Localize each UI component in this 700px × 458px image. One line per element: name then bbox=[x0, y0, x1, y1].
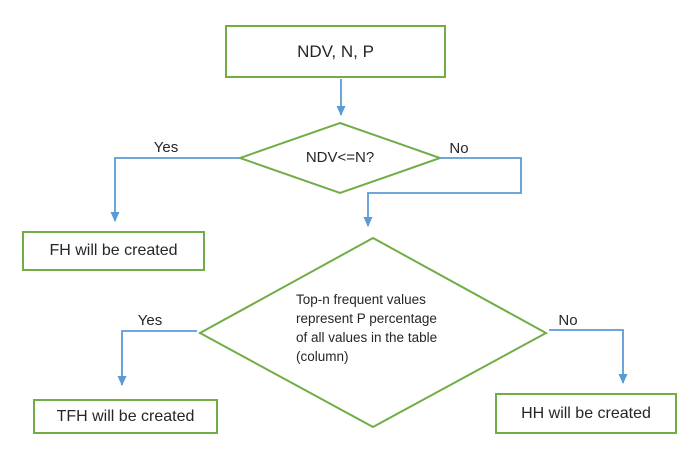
decision1-yes-label: Yes bbox=[153, 139, 179, 156]
arrow-decision2-yes-to-tfh bbox=[117, 330, 197, 386]
arrow-decision1-yes-to-fh bbox=[110, 157, 240, 222]
fh-result-box: FH will be created bbox=[22, 231, 205, 271]
arrow-decision2-no-to-hh bbox=[549, 329, 628, 384]
arrow-decision1-no-to-decision2 bbox=[363, 157, 522, 227]
start-box-label: NDV, N, P bbox=[297, 41, 374, 61]
decision2-diamond-shape bbox=[197, 236, 549, 429]
decision2-label-line2: represent P percentage bbox=[296, 311, 437, 326]
decision2-label: Top-n frequent values represent P percen… bbox=[296, 290, 468, 366]
decision2-label-line3: of all values in the table bbox=[296, 330, 438, 345]
decision2-no-label: No bbox=[558, 312, 578, 329]
decision1-no-label: No bbox=[449, 140, 469, 157]
start-box: NDV, N, P bbox=[225, 25, 446, 78]
decision1-label: NDV<=N? bbox=[305, 149, 375, 166]
decision2-label-line1: Top-n frequent values bbox=[296, 292, 426, 307]
decision2-label-line4: (column) bbox=[296, 349, 349, 364]
tfh-result-box: TFH will be created bbox=[33, 399, 218, 434]
decision2-yes-label: Yes bbox=[137, 312, 163, 329]
decision1-diamond-shape bbox=[236, 121, 444, 195]
fh-result-label: FH will be created bbox=[49, 242, 178, 259]
tfh-result-label: TFH will be created bbox=[56, 407, 195, 425]
hh-result-label: HH will be created bbox=[521, 404, 651, 422]
hh-result-box: HH will be created bbox=[495, 393, 677, 434]
